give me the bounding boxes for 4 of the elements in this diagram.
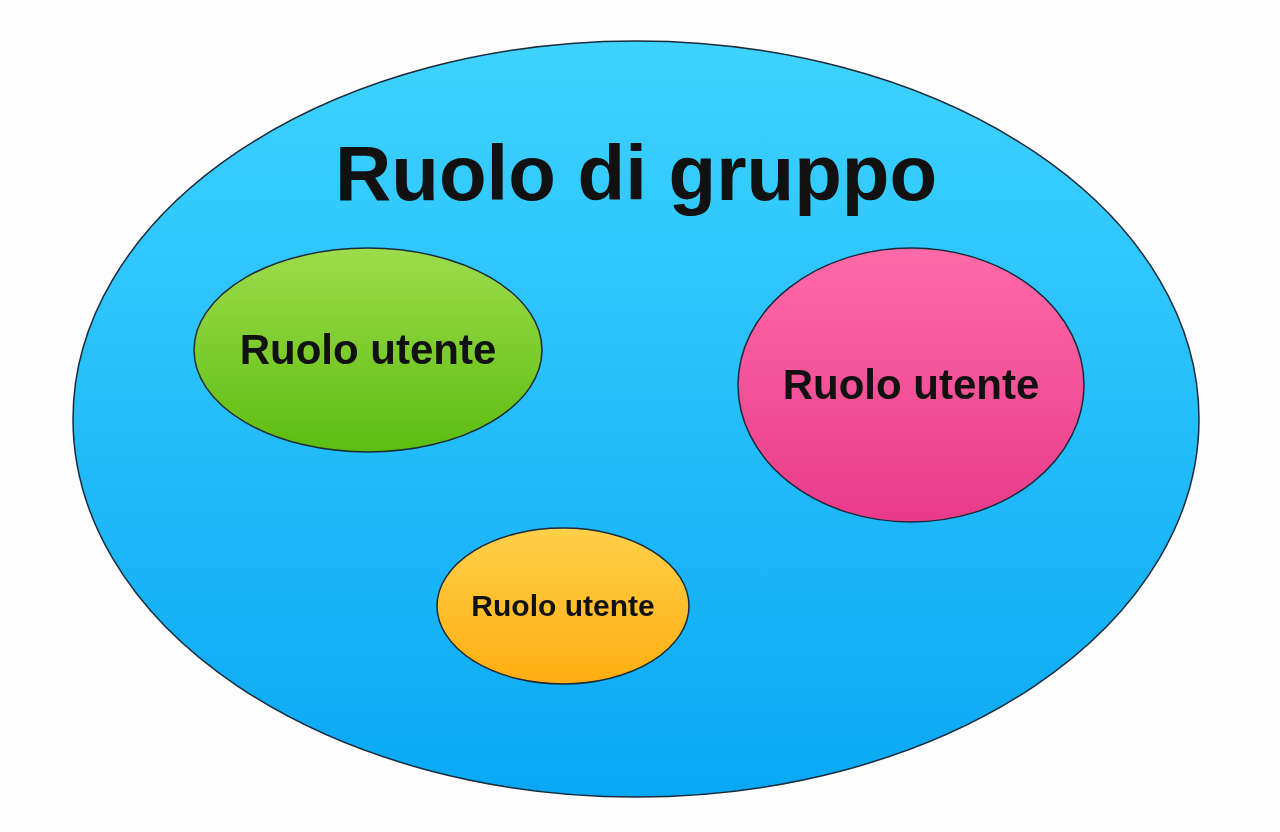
group-title: Ruolo di gruppo <box>334 128 938 219</box>
role-label: Ruolo utente <box>471 589 655 623</box>
role-label: Ruolo utente <box>782 361 1040 409</box>
role-label: Ruolo utente <box>239 326 497 374</box>
